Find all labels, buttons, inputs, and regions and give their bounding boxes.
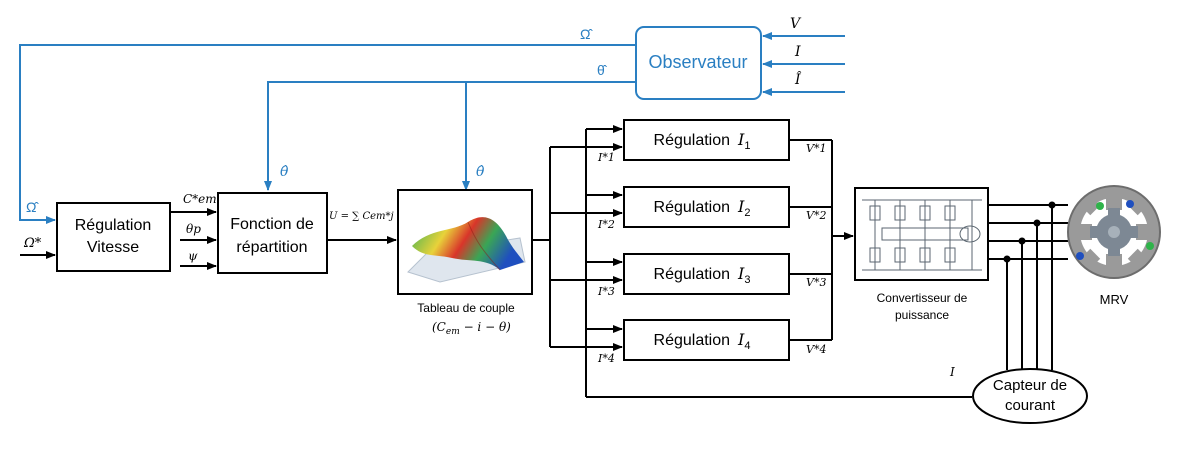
theta-hat-label-table: θ̂ xyxy=(476,164,485,180)
feedback-i-label: I xyxy=(949,365,955,379)
torque-table-caption-1: Tableau de couple xyxy=(417,301,515,315)
current-reg-3-label: Régulation xyxy=(654,266,731,283)
speed-reg-line1: Régulation xyxy=(75,217,152,234)
reference-bus xyxy=(532,143,623,351)
observer-feedback-lines xyxy=(19,32,845,224)
theta-p-label: θp xyxy=(186,222,201,236)
converter-schematic xyxy=(862,199,982,271)
obs-input-ihat: Î xyxy=(794,70,802,88)
v4-ref-label: V*4 xyxy=(806,343,826,356)
i2-ref-label: I*2 xyxy=(597,218,615,231)
theta-hat-label-dist: θ̂ xyxy=(280,164,289,180)
obs-input-v: V xyxy=(790,16,802,32)
converter-caption-2: puissance xyxy=(895,308,949,322)
current-sensor-block: Capteur de courant xyxy=(972,368,1088,424)
omega-hat-label-top: Ω̂ xyxy=(580,26,593,42)
v2-ref-label: V*2 xyxy=(806,209,826,222)
torque-table-caption-2: (Cem − i − θ) xyxy=(432,320,511,337)
v3-ref-label: V*3 xyxy=(806,276,826,289)
distribution-function-block: Fonction de répartition xyxy=(217,192,328,274)
observer-block: Observateur xyxy=(635,26,762,100)
omega-ref-label: Ω* xyxy=(23,236,42,251)
i1-ref-label: I*1 xyxy=(597,151,615,164)
torque-table-block xyxy=(397,189,533,295)
torque-surface-plot xyxy=(407,217,526,283)
voltage-ref-bus xyxy=(789,139,854,341)
dist-line1: Fonction de xyxy=(230,216,314,233)
cem-ref-label: C*em xyxy=(183,192,217,206)
i3-ref-label: I*3 xyxy=(597,285,615,298)
dist-line2: répartition xyxy=(236,239,307,256)
converter-caption-1: Convertisseur de xyxy=(877,291,968,305)
motor-caption: MRV xyxy=(1100,292,1129,307)
psi-label: ψ xyxy=(188,249,198,263)
u-formula-label: U = ∑ Cem*j xyxy=(329,211,394,222)
observer-label: Observateur xyxy=(648,52,747,72)
current-reg-1-label: Régulation xyxy=(654,132,731,149)
srm-motor-icon xyxy=(1067,185,1161,279)
sensor-line2: courant xyxy=(1005,397,1056,414)
current-reg-2-label: Régulation xyxy=(654,199,731,216)
power-converter-block xyxy=(854,187,989,281)
current-reg-4-label: Régulation xyxy=(654,332,731,349)
obs-input-i: I xyxy=(794,44,801,60)
phase-lines xyxy=(988,201,1068,370)
sensor-line1: Capteur de xyxy=(993,377,1067,394)
speed-reg-line2: Vitesse xyxy=(87,239,139,256)
current-feedback-bus xyxy=(585,125,972,398)
v1-ref-label: V*1 xyxy=(806,142,826,155)
omega-hat-label: Ω̂ xyxy=(26,199,39,215)
speed-regulation-block: Régulation Vitesse xyxy=(56,202,171,272)
theta-hat-label-top: θ̂ xyxy=(597,62,608,78)
i4-ref-label: I*4 xyxy=(597,352,615,365)
